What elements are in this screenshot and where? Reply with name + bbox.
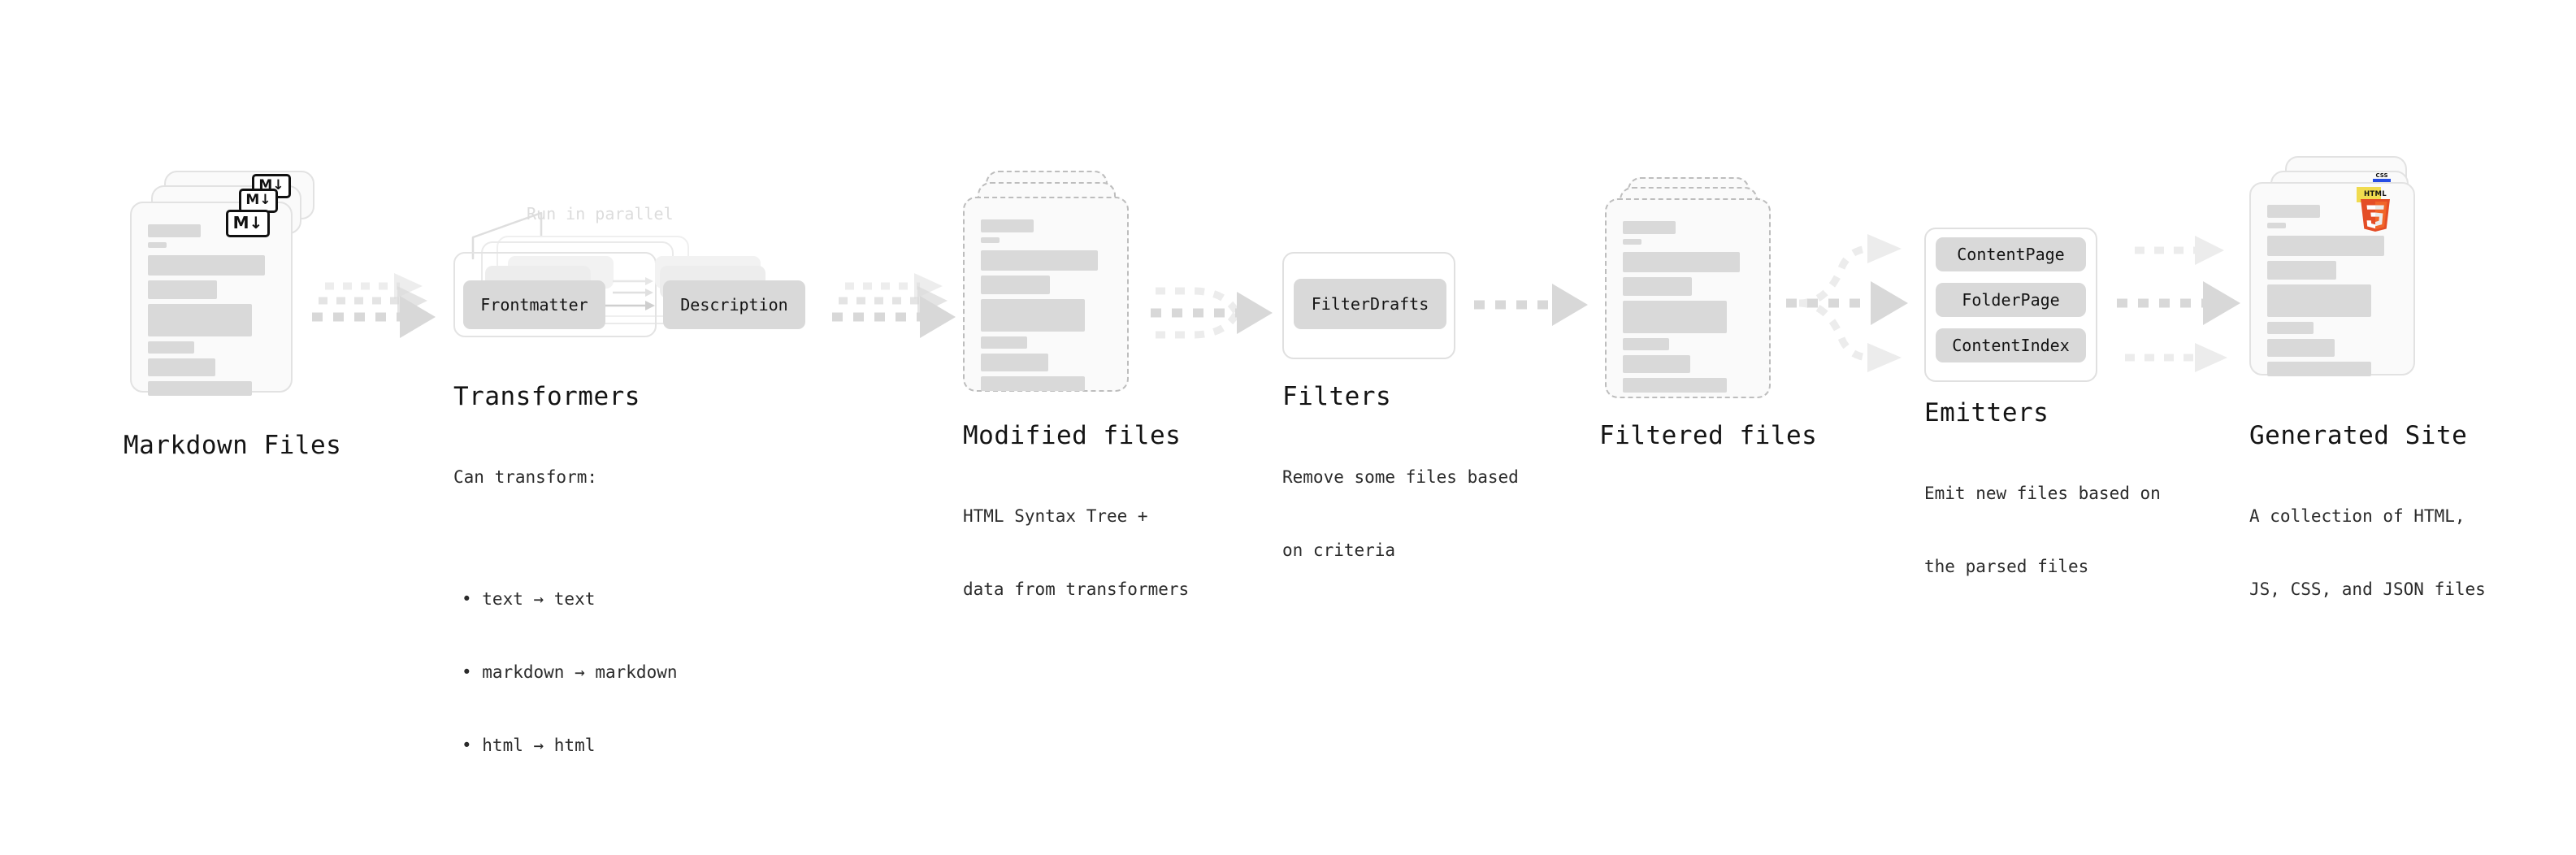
emitter-node-label: FolderPage xyxy=(1962,290,2060,310)
transformers-bullet: • markdown → markdown xyxy=(462,662,678,682)
skeleton-line xyxy=(2267,362,2371,376)
generated-site-desc-line: A collection of HTML, xyxy=(2249,506,2465,526)
emitter-node-label: ContentPage xyxy=(1957,245,2065,264)
skeleton-line xyxy=(148,304,252,336)
css-badge-icon: CSS xyxy=(2373,172,2391,182)
skeleton-line xyxy=(981,376,1085,391)
markdown-badge-text: M↓ xyxy=(232,213,263,232)
emitter-node-contentindex[interactable]: ContentIndex xyxy=(1936,328,2086,362)
skeleton-line xyxy=(148,341,194,354)
skeleton-line xyxy=(2267,205,2320,218)
emitters-title: Emitters xyxy=(1924,398,2049,428)
run-in-parallel-label: Run in parallel xyxy=(527,204,674,224)
connector-filtered-to-emitters xyxy=(1786,234,1908,372)
pipeline-diagram: M↓ M↓ M↓ Markdown Files Run in parallel xyxy=(124,156,2486,755)
connector-transformers-to-modified xyxy=(832,273,956,338)
skeleton-line xyxy=(981,237,1000,243)
emitter-node-label: ContentIndex xyxy=(1952,336,2070,355)
modified-files-desc-line: data from transformers xyxy=(963,579,1190,599)
modified-files-desc-line: HTML Syntax Tree + xyxy=(963,506,1148,526)
modified-files-stack xyxy=(963,171,1150,423)
emitters-desc-line: the parsed files xyxy=(1924,557,2089,576)
skeleton-line xyxy=(148,242,167,248)
filters-title: Filters xyxy=(1282,382,1392,411)
transformers-bullet: • text → text xyxy=(462,589,596,609)
emitters-desc-line: Emit new files based on xyxy=(1924,484,2161,503)
transformers-description: Can transform: • text → text • markdown … xyxy=(453,416,678,855)
skeleton-line xyxy=(2267,261,2336,280)
transformer-node-label: Description xyxy=(680,295,788,315)
filters-desc-line: Remove some files based xyxy=(1282,467,1519,487)
skeleton-line xyxy=(981,219,1034,232)
skeleton-line xyxy=(148,381,252,396)
connector-filters-to-filtered xyxy=(1474,284,1588,326)
skeleton-line xyxy=(1623,338,1669,350)
filter-node-filterdrafts[interactable]: FilterDrafts xyxy=(1294,279,1446,329)
skeleton-line xyxy=(1623,378,1727,393)
skeleton-line xyxy=(1623,277,1692,296)
skeleton-line xyxy=(1623,301,1727,333)
transformers-bullets: • text → text • markdown → markdown • ht… xyxy=(453,538,678,806)
filtered-files-title: Filtered files xyxy=(1599,421,1818,450)
skeleton-line xyxy=(2267,322,2314,334)
modified-files-title: Modified files xyxy=(963,421,1182,450)
svg-text:HTML: HTML xyxy=(2364,190,2387,198)
filters-desc-line: on criteria xyxy=(1282,540,1396,560)
transformers-bullet: • html → html xyxy=(462,736,596,755)
skeleton-line xyxy=(2267,236,2384,256)
run-in-parallel-bracket xyxy=(471,211,543,260)
transformers-title: Transformers xyxy=(453,382,640,411)
markdown-badge-text: M↓ xyxy=(245,191,271,208)
skeleton-line xyxy=(981,299,1085,332)
markdown-files-stack: M↓ M↓ M↓ xyxy=(130,171,317,406)
generated-site-description: A collection of HTML, JS, CSS, and JSON … xyxy=(2249,455,2486,650)
filters-description: Remove some files based on criteria xyxy=(1282,416,1519,611)
skeleton-line xyxy=(981,336,1027,349)
emitter-node-contentpage[interactable]: ContentPage xyxy=(1936,237,2086,271)
transformer-node-description[interactable]: Description xyxy=(663,280,805,329)
skeleton-line xyxy=(148,358,215,376)
css-badge-text: CSS xyxy=(2375,172,2388,179)
skeleton-line xyxy=(148,255,265,276)
emitters-description: Emit new files based on the parsed files xyxy=(1924,432,2161,627)
html5-badge-icon: HTML xyxy=(2357,189,2394,232)
skeleton-line xyxy=(981,276,1050,294)
connector-markdown-to-transformers xyxy=(312,273,436,338)
skeleton-line xyxy=(1623,221,1676,234)
filtered-doc-front xyxy=(1605,198,1771,398)
transformer-node-label: Frontmatter xyxy=(480,295,588,315)
connector-emitters-to-site xyxy=(2117,236,2240,372)
transformer-inner-arrows xyxy=(603,277,655,310)
skeleton-line xyxy=(981,354,1048,371)
skeleton-line xyxy=(1623,355,1690,373)
markdown-doc-front xyxy=(130,202,293,396)
transformers-desc-line: Can transform: xyxy=(453,467,598,487)
generated-site-title: Generated Site xyxy=(2249,421,2468,450)
skeleton-line xyxy=(148,280,217,299)
markdown-files-title: Markdown Files xyxy=(124,431,342,460)
skeleton-line xyxy=(2267,223,2286,228)
generated-site-desc-line: JS, CSS, and JSON files xyxy=(2249,579,2486,599)
skeleton-line xyxy=(1623,239,1641,245)
filtered-files-stack xyxy=(1605,177,1792,421)
skeleton-line xyxy=(2267,284,2371,317)
generated-site-stack: CSS HTML xyxy=(2249,156,2452,408)
skeleton-line xyxy=(2267,339,2335,357)
skeleton-line xyxy=(1623,252,1740,272)
modified-files-description: HTML Syntax Tree + data from transformer… xyxy=(963,455,1189,650)
transformers-box xyxy=(453,252,657,337)
filter-node-label: FilterDrafts xyxy=(1311,294,1429,314)
modified-doc-front xyxy=(963,197,1129,392)
transformer-node-frontmatter[interactable]: Frontmatter xyxy=(463,280,605,329)
markdown-badge-icon: M↓ xyxy=(226,210,270,237)
skeleton-line xyxy=(148,224,201,237)
skeleton-line xyxy=(981,250,1098,271)
emitter-node-folderpage[interactable]: FolderPage xyxy=(1936,283,2086,317)
connector-modified-to-filters xyxy=(1151,287,1273,339)
js-badge-icon xyxy=(2357,187,2381,202)
markdown-badge-text: M↓ xyxy=(258,176,284,193)
css-badge-bar xyxy=(2373,179,2391,182)
